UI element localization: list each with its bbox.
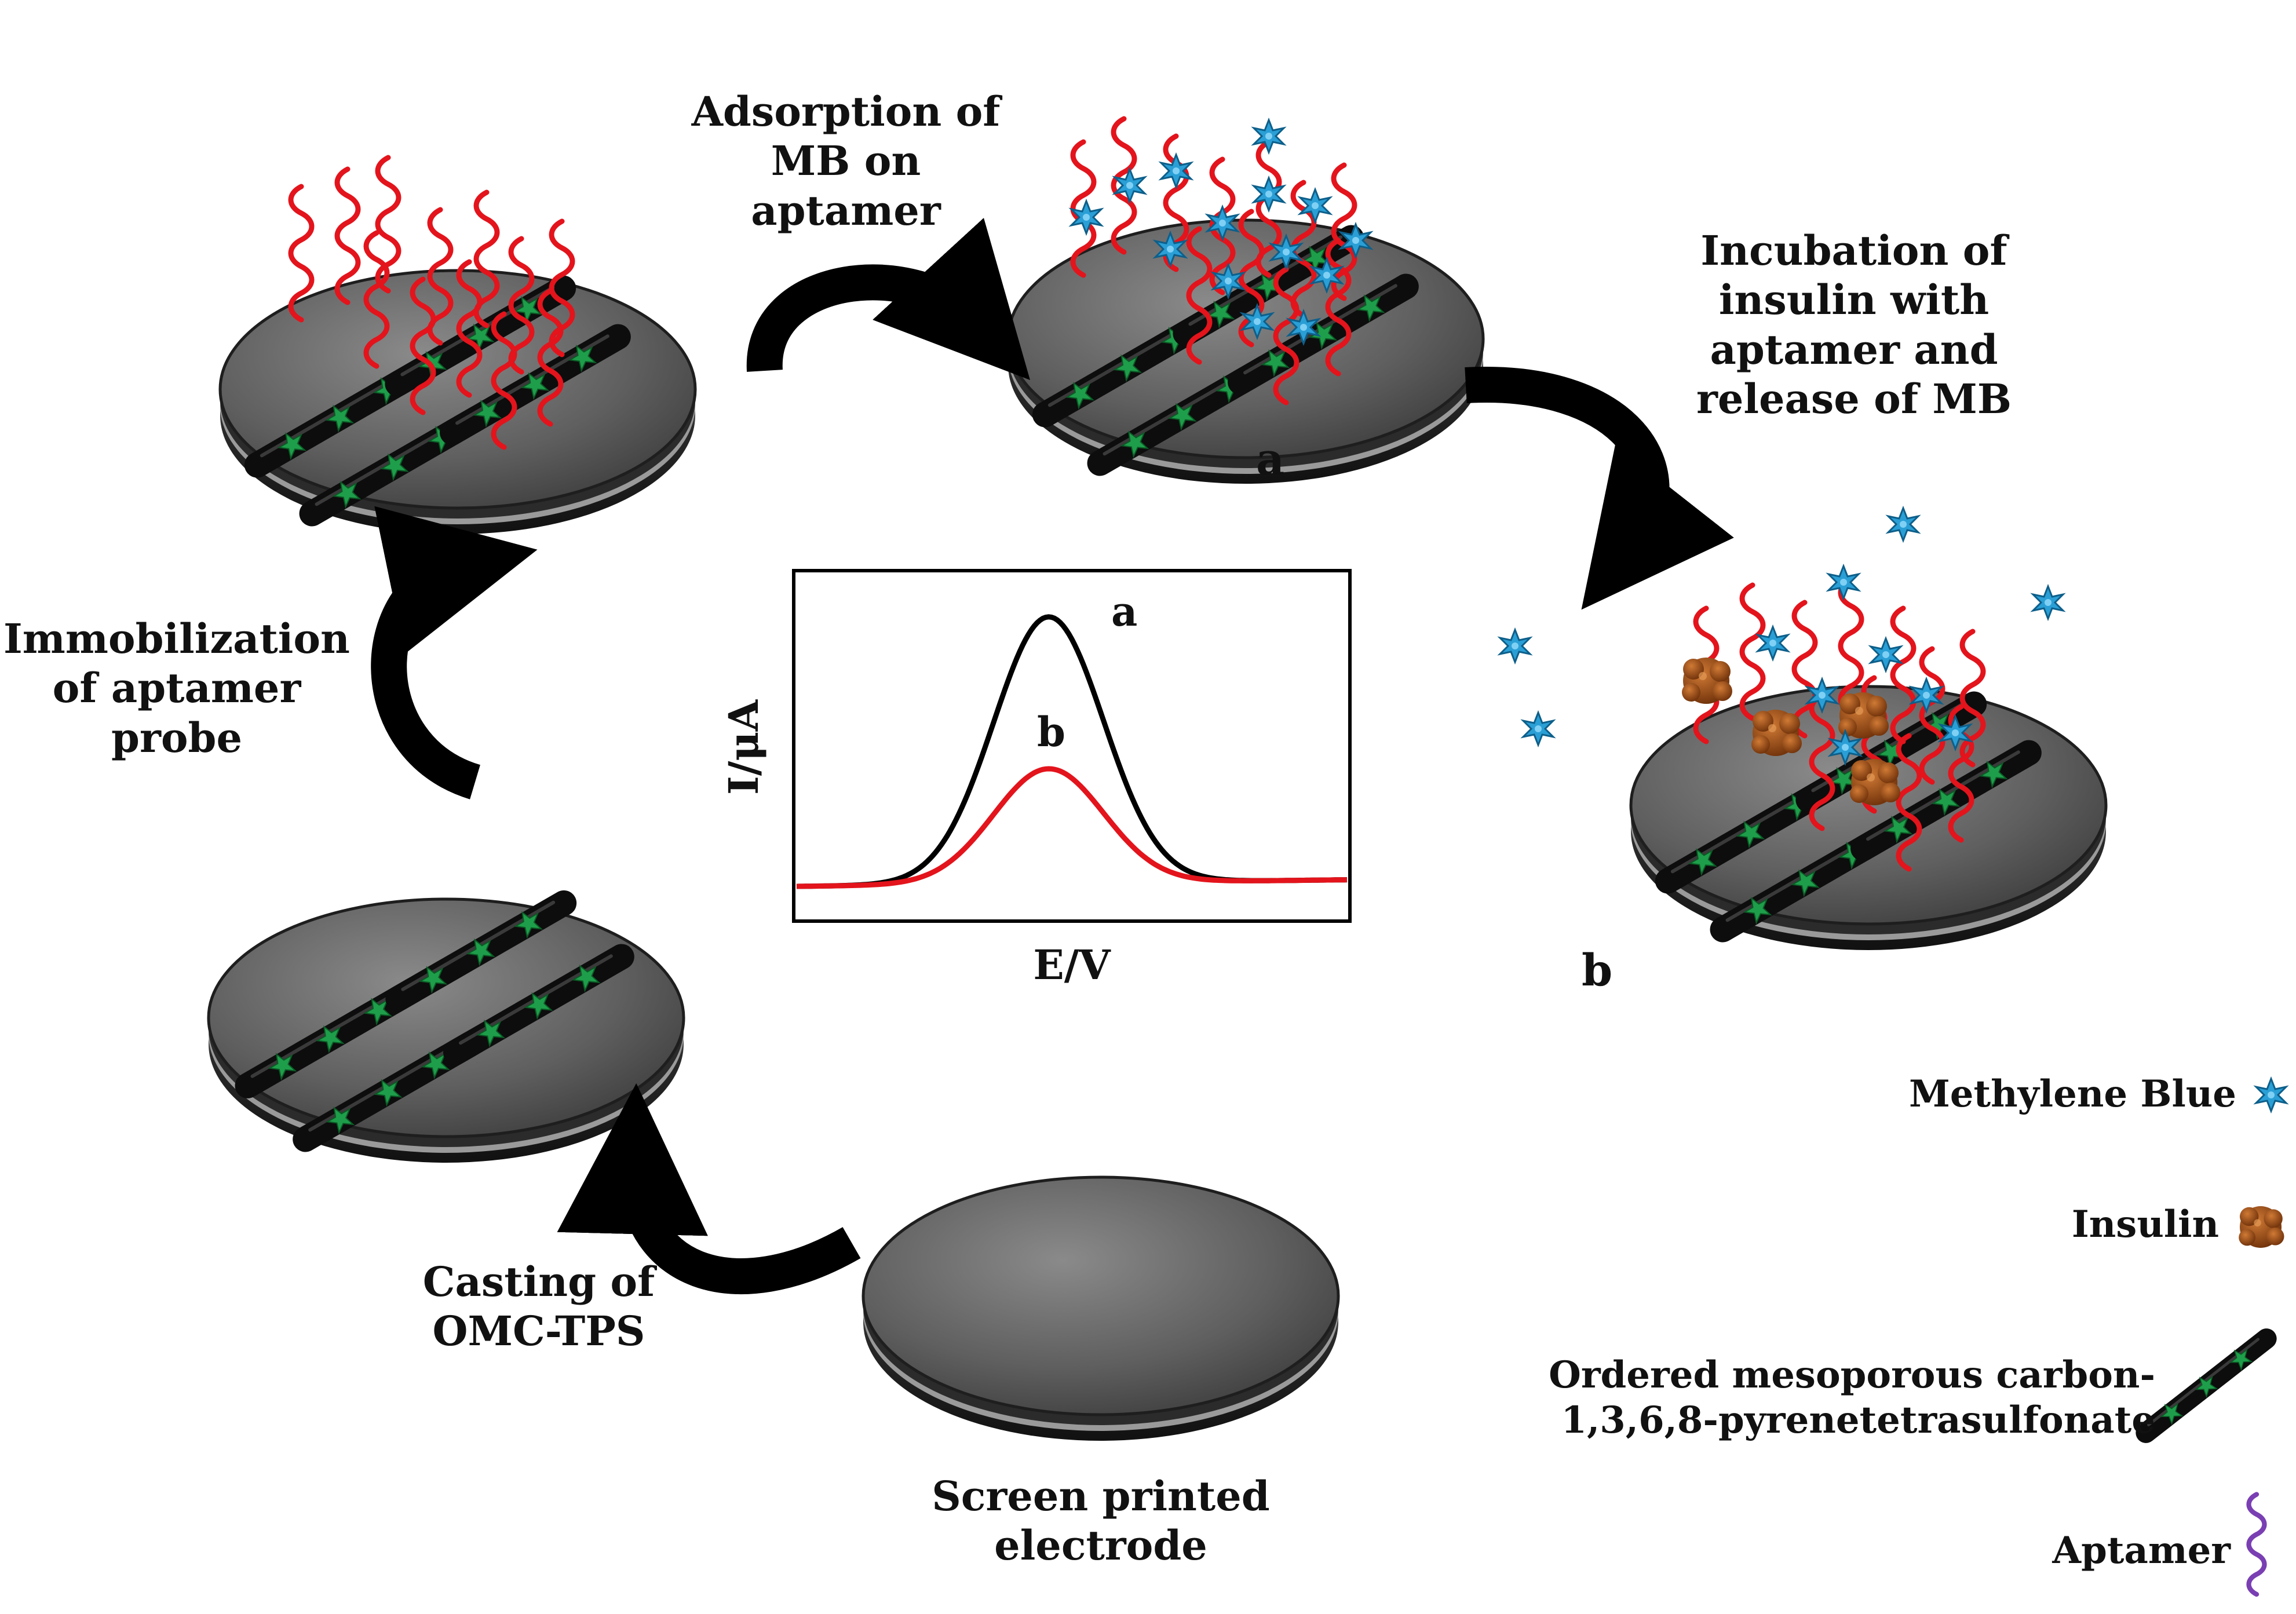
- arrow-casting: [557, 1083, 861, 1294]
- step-incubation-label: Incubation of insulin with aptamer and r…: [1696, 227, 2012, 423]
- plate-aptamer-immobilized: [220, 158, 695, 535]
- electrode-label: Screen printed electrode: [932, 1472, 1270, 1570]
- plate-label-a: a: [1256, 433, 1285, 485]
- plate-omc-tps: [209, 881, 684, 1163]
- aptamer-icon: [2246, 1492, 2267, 1597]
- y-axis-label: I/μA: [720, 699, 768, 795]
- series-b-line: [796, 766, 1348, 889]
- x-axis-label: E/V: [1033, 941, 1111, 989]
- step-adsorption-label: Adsorption of MB on aptamer: [691, 87, 1001, 235]
- series-b-label: b: [1037, 708, 1065, 756]
- omc-rod-icon: [2140, 1331, 2272, 1440]
- legend-methylene-blue: Methylene Blue: [1908, 1072, 2236, 1116]
- chart-frame: [792, 569, 1352, 923]
- series-a-label: a: [1111, 587, 1137, 636]
- legend-insulin: Insulin: [2071, 1203, 2219, 1246]
- step-casting-label: Casting of OMC-TPS: [422, 1258, 655, 1356]
- plate-aptamer-mb: [1008, 119, 1483, 484]
- step-immobilization-label: Immobilization of aptamer probe: [3, 615, 350, 762]
- plate-insulin-bound: [1631, 579, 2106, 951]
- arrow-adsorption: [746, 218, 1031, 380]
- plate-label-b: b: [1582, 944, 1613, 996]
- legend-aptamer: Aptamer: [2052, 1529, 2231, 1572]
- plate-bare-electrode: [863, 1177, 1338, 1441]
- legend-omc: Ordered mesoporous carbon- 1,3,6,8-pyren…: [1549, 1353, 2155, 1443]
- arrow-incubation: [1465, 367, 1734, 610]
- voltammogram-inset: a b I/μA E/V: [720, 569, 1352, 989]
- arrow-immobilization: [371, 506, 538, 799]
- methylene-blue-icon: [2255, 1078, 2287, 1112]
- insulin-icon: [2239, 1206, 2284, 1248]
